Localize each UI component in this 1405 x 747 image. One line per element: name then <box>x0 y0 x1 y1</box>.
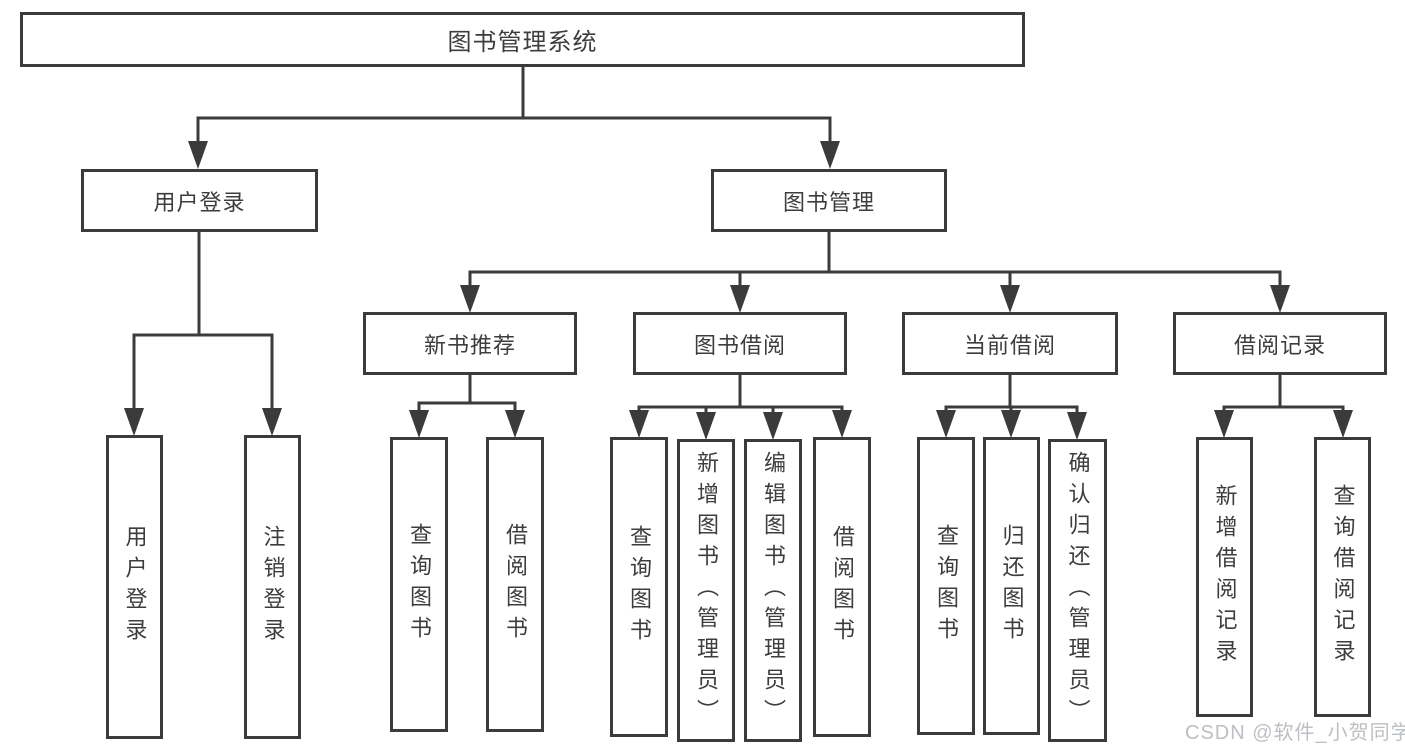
leaf-label: 编辑图书（管理员） <box>761 451 786 730</box>
edge-borrow-records-to-leaves <box>1214 375 1353 438</box>
leaf-label: 查询图书 <box>627 525 652 649</box>
leaf-return-books: 归还图书 <box>983 437 1040 735</box>
node-current-borrow: 当前借阅 <box>902 312 1118 375</box>
leaf-label: 确认归还（管理员） <box>1065 451 1091 730</box>
leaf-edit-books-admin: 编辑图书（管理员） <box>744 439 802 742</box>
leaf-query-books-current: 查询图书 <box>917 437 975 735</box>
leaf-label: 归还图书 <box>999 524 1025 648</box>
edge-new-book-to-leaves <box>409 375 525 438</box>
leaf-label: 用户登录 <box>122 525 148 649</box>
leaf-borrow-books: 借阅图书 <box>813 437 871 737</box>
leaf-confirm-return-admin: 确认归还（管理员） <box>1048 439 1107 742</box>
leaf-logout: 注销登录 <box>244 435 301 739</box>
edge-user-login-to-leaves <box>124 232 282 436</box>
edge-book-borrow-to-leaves <box>629 375 852 440</box>
node-new-book-recommend: 新书推荐 <box>363 312 577 375</box>
leaf-add-borrow-record: 新增借阅记录 <box>1196 437 1253 717</box>
leaf-query-books-borrow: 查询图书 <box>610 437 668 737</box>
leaf-label: 新增借阅记录 <box>1212 484 1238 670</box>
leaf-label: 借阅图书 <box>830 525 855 649</box>
node-user-login: 用户登录 <box>81 169 318 232</box>
leaf-label: 查询图书 <box>934 524 959 648</box>
leaf-label: 查询借阅记录 <box>1330 484 1356 670</box>
edge-root-to-level2 <box>188 67 840 169</box>
leaf-query-borrow-record: 查询借阅记录 <box>1314 437 1371 717</box>
leaf-label: 新增图书（管理员） <box>694 451 719 730</box>
leaf-borrow-books-recommend: 借阅图书 <box>486 437 544 732</box>
edge-book-management-to-level3 <box>460 232 1290 313</box>
node-book-management: 图书管理 <box>711 169 947 232</box>
leaf-user-login: 用户登录 <box>106 435 163 739</box>
watermark: CSDN @软件_小贺同学 <box>1185 722 1405 744</box>
leaf-add-books-admin: 新增图书（管理员） <box>677 439 735 742</box>
leaf-label: 查询图书 <box>407 522 432 647</box>
node-book-borrow: 图书借阅 <box>633 312 847 375</box>
leaf-query-books-recommend: 查询图书 <box>390 437 448 732</box>
edge-current-borrow-to-leaves <box>936 375 1087 440</box>
node-root-system: 图书管理系统 <box>20 12 1025 67</box>
leaf-label: 注销登录 <box>260 525 286 649</box>
leaf-label: 借阅图书 <box>503 522 528 647</box>
node-borrow-records: 借阅记录 <box>1173 312 1387 375</box>
